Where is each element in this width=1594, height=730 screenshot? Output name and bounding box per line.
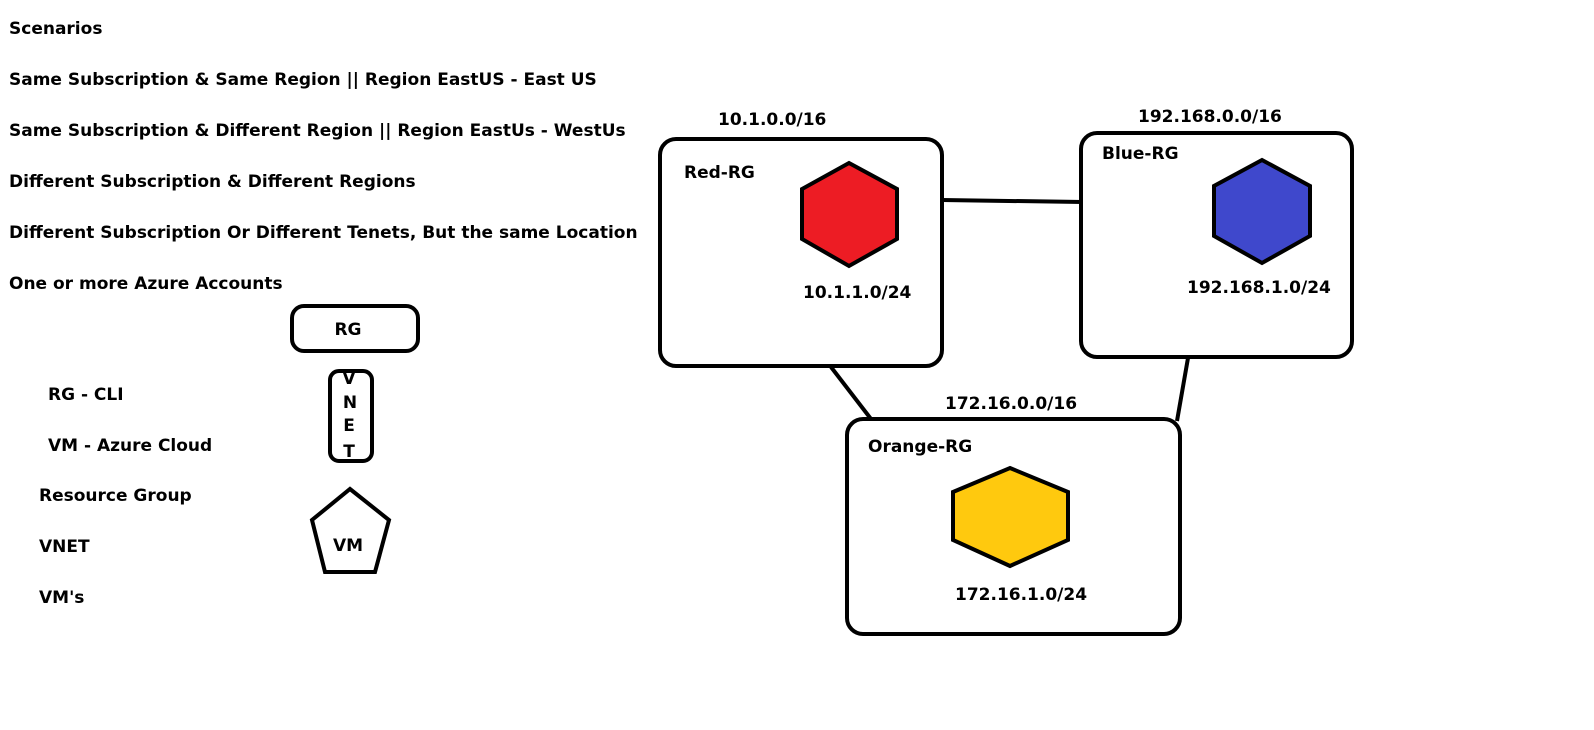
orange-rg-label: Orange-RG (868, 437, 972, 457)
legend-rg-cli: RG - CLI (48, 385, 124, 405)
peering-line-blue-orange (1175, 357, 1190, 422)
scenario-same-subscription-same-region: Same Subscription & Same Region || Regio… (9, 70, 597, 90)
blue-rg-box (1079, 131, 1354, 359)
orange-subnet-cidr: 172.16.1.0/24 (955, 585, 1087, 605)
blue-subnet-cidr: 192.168.1.0/24 (1187, 278, 1331, 298)
vm-legend-label: VM (333, 536, 363, 556)
vnet-legend-letter-e: E (343, 416, 355, 436)
red-rg-label: Red-RG (684, 163, 755, 183)
vnet-legend-letter-n: N (343, 393, 357, 413)
scenario-different-subscription-different-regions: Different Subscription & Different Regio… (9, 172, 416, 192)
scenarios-heading: Scenarios (9, 19, 103, 39)
blue-vnet-cidr: 192.168.0.0/16 (1138, 107, 1282, 127)
red-vm-hexagon (800, 160, 899, 269)
blue-vm-hexagon (1212, 157, 1312, 266)
vnet-legend-letter-t: T (343, 442, 355, 462)
blue-rg-label: Blue-RG (1102, 144, 1179, 164)
peering-line-red-orange (829, 365, 873, 421)
vm-legend-shape (309, 486, 392, 574)
red-subnet-cidr: 10.1.1.0/24 (803, 283, 912, 303)
rg-legend-shape (290, 304, 420, 353)
scenario-same-subscription-different-region: Same Subscription & Different Region || … (9, 121, 626, 141)
orange-vnet-cidr: 172.16.0.0/16 (945, 394, 1077, 414)
legend-vms: VM's (39, 588, 85, 608)
red-vnet-cidr: 10.1.0.0/16 (718, 110, 826, 130)
vnet-legend-letter-v: V (342, 369, 356, 389)
legend-resource-group: Resource Group (39, 486, 192, 506)
legend-vm-azure-cloud: VM - Azure Cloud (48, 436, 213, 456)
orange-vm-hexagon (951, 465, 1070, 569)
vnet-legend-shape (328, 369, 374, 463)
scenario-different-subscription-or-tenets: Different Subscription Or Different Tene… (9, 223, 638, 243)
peering-line-red-blue (941, 198, 1084, 204)
scenario-azure-accounts: One or more Azure Accounts (9, 274, 283, 294)
rg-legend-label: RG (334, 320, 361, 340)
legend-vnet: VNET (39, 537, 90, 557)
